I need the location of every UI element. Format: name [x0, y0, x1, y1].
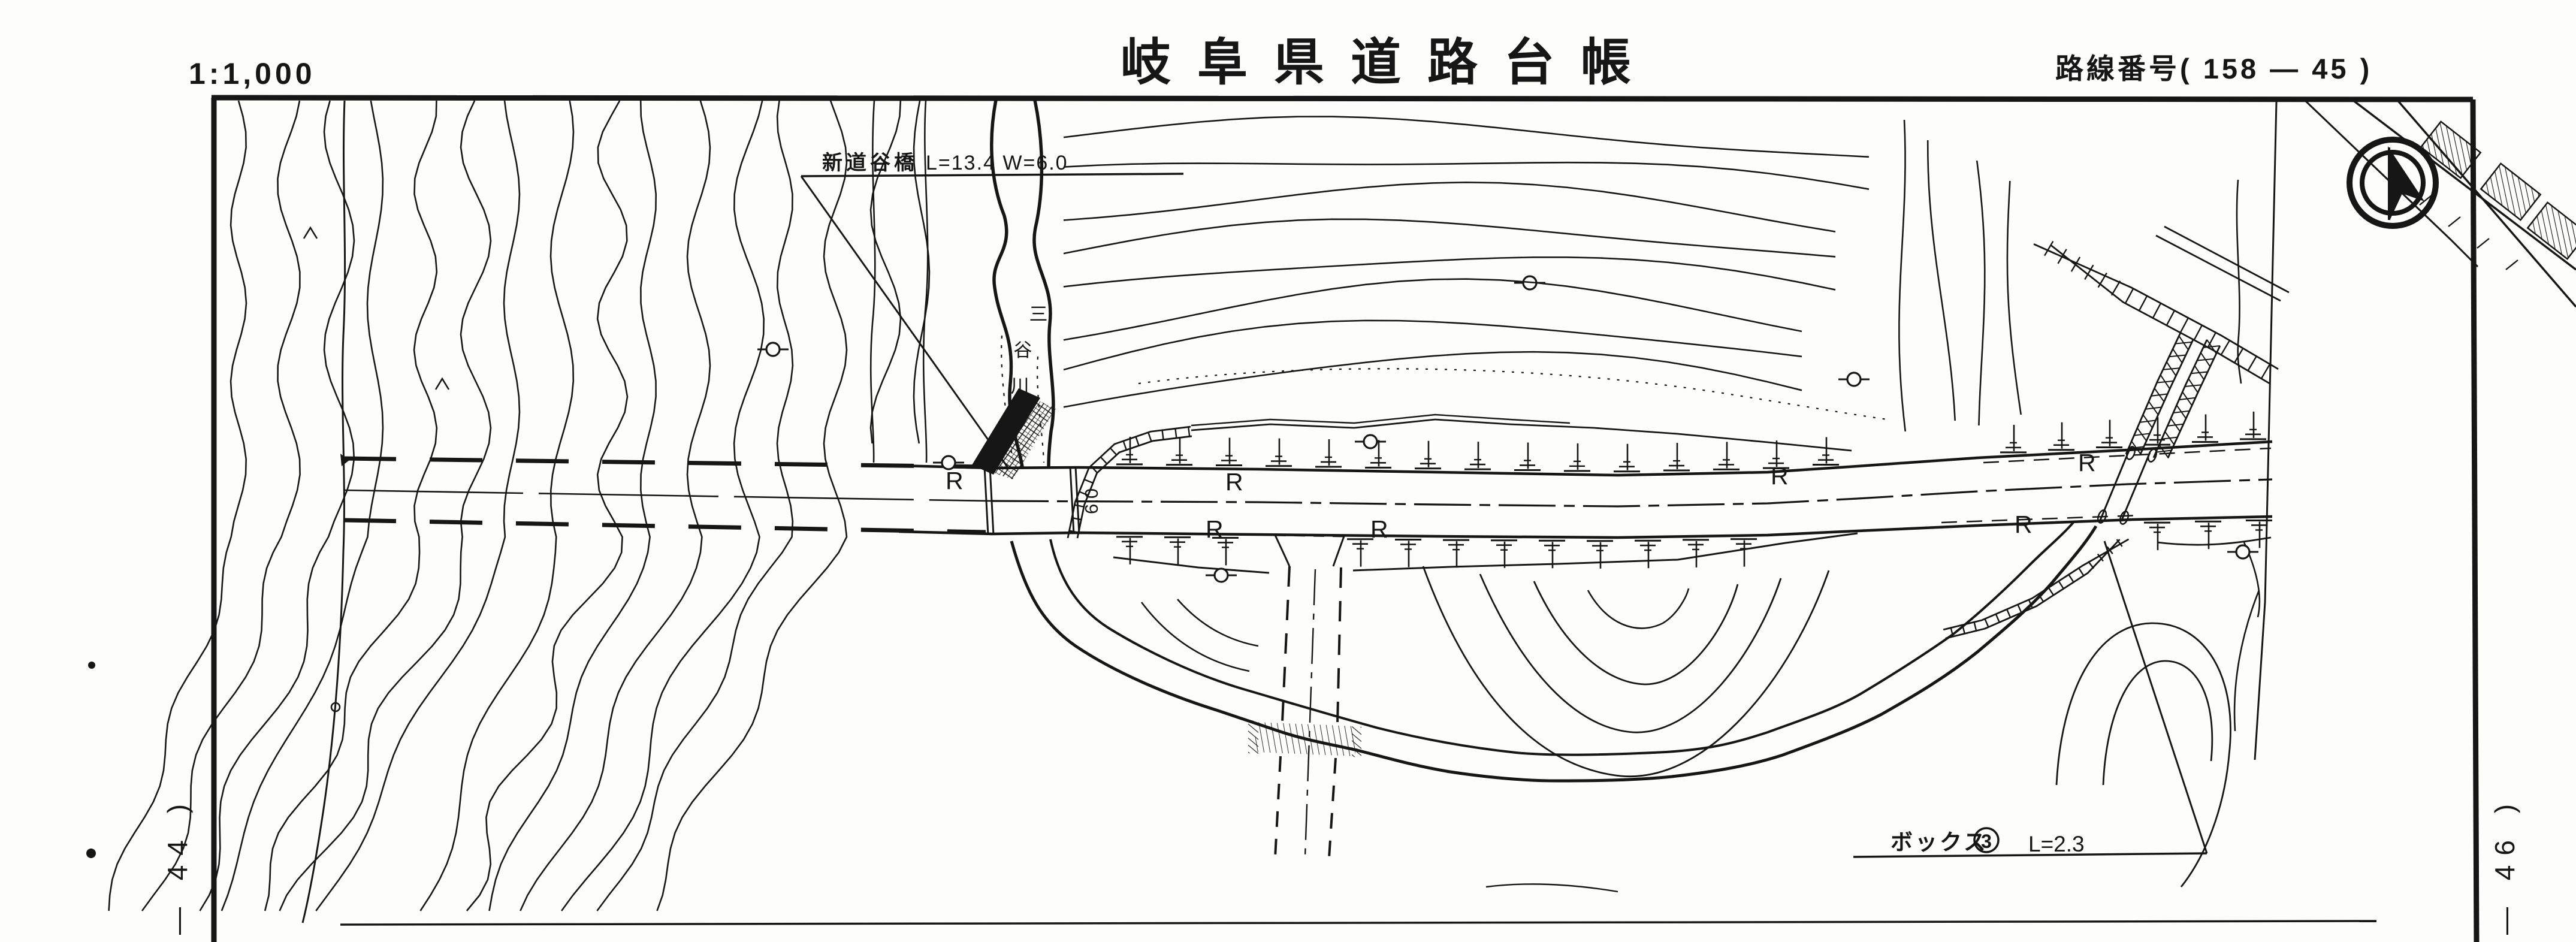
- sheet-bottom-line: [340, 920, 2377, 926]
- north-arrow-icon: [2347, 137, 2439, 229]
- route-number: 路線番号( 158 — 45 ): [2055, 53, 2372, 84]
- surface-mark-r: R: [946, 467, 964, 494]
- river-label: 三 谷 川: [1011, 304, 1048, 397]
- map-frame: [211, 95, 2480, 942]
- bridge-dims: L=13.4 W=6.0: [926, 152, 1068, 174]
- sheet-boundary-line: [2254, 101, 2278, 760]
- road-surface-marks: R R R R R R R: [946, 449, 2096, 543]
- scale-text: 1:1,000: [189, 57, 316, 90]
- bridge-annotation-leader: [800, 176, 1010, 470]
- river-char-1: 三: [1029, 304, 1048, 325]
- bridge-name: 新道谷橋: [822, 152, 918, 174]
- box-culvert-number: 3: [1981, 831, 1992, 852]
- frame-top-border: [211, 95, 2474, 102]
- surface-mark-r: R: [1771, 462, 1789, 490]
- sheet-ref-left: — 44 ): [162, 795, 193, 935]
- box-culvert-annotation: ボックス 3 L=2.3: [1853, 541, 2208, 858]
- box-annotation-leader: [2103, 541, 2208, 854]
- river-char-2: 谷: [1014, 340, 1032, 361]
- page-title: 岐阜県道路台帳: [1121, 34, 1657, 90]
- box-annotation-underline: [1853, 852, 2207, 858]
- bridge-annotation: 新道谷橋 L=13.4 W=6.0: [800, 152, 1184, 470]
- map-linework: [86, 98, 2576, 923]
- frame-right-border: [2470, 99, 2480, 942]
- surface-mark-r: R: [1225, 468, 1243, 496]
- sheet-ref-right: — 46 ): [2489, 795, 2520, 935]
- box-culvert-label: ボックス: [1891, 830, 1988, 855]
- box-culvert-number-circle: [1973, 827, 2000, 853]
- surface-mark-r: R: [1206, 515, 1224, 543]
- box-culvert-dims: L=2.3: [2028, 832, 2085, 856]
